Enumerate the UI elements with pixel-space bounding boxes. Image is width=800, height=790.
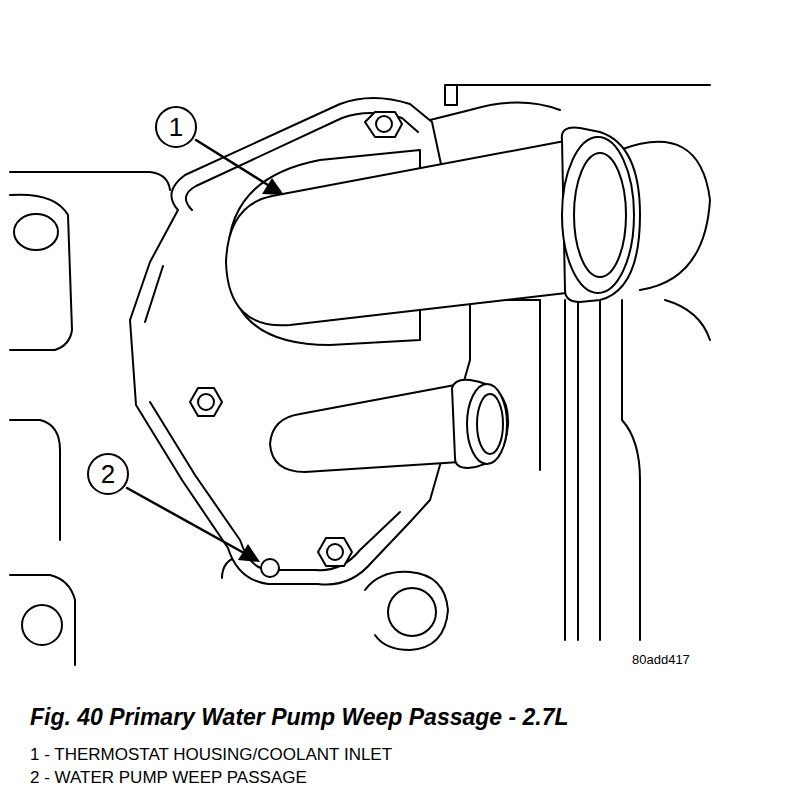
callout-circle: 2 <box>87 453 129 495</box>
figure-code: 80add417 <box>632 652 690 667</box>
callout-number: 2 <box>101 461 115 487</box>
legend-line: 1 - THERMOSTAT HOUSING/COOLANT INLET <box>30 745 392 765</box>
callout-circle: 1 <box>155 106 197 148</box>
figure-caption: Fig. 40 Primary Water Pump Weep Passage … <box>30 704 569 731</box>
callout-number: 1 <box>169 114 183 140</box>
legend-line: 2 - WATER PUMP WEEP PASSAGE <box>30 768 307 788</box>
